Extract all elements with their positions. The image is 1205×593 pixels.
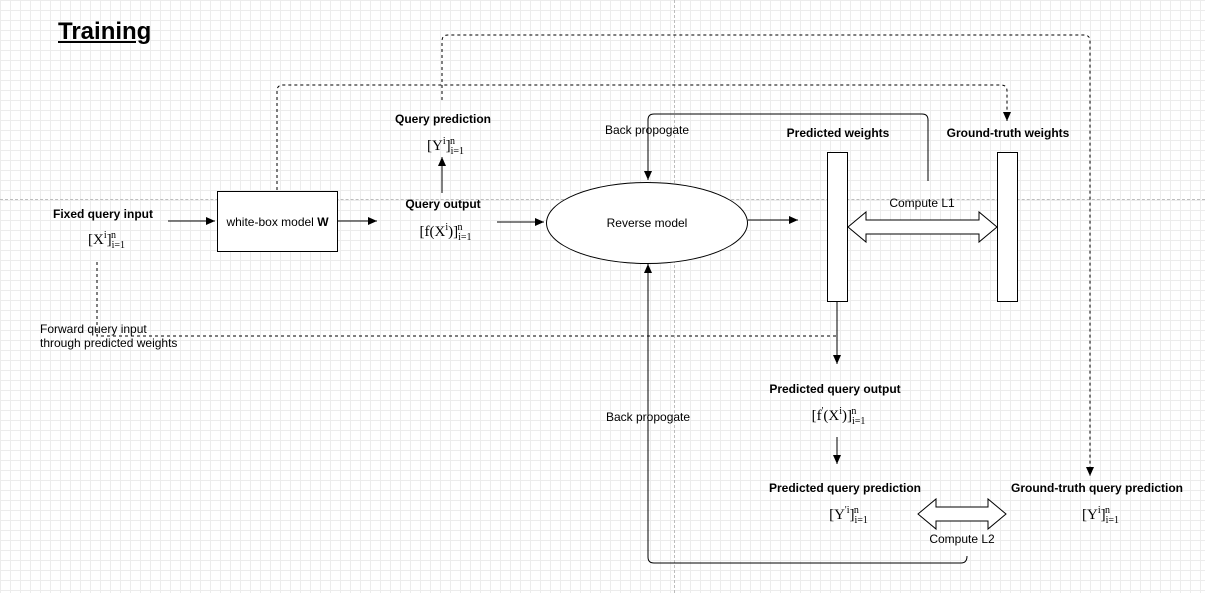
compute-l1-label: Compute L1 [889,196,955,210]
query-output-formula: [f(Xi)]i=1n [419,222,472,243]
compute-l2-double-arrow [917,497,1007,531]
query-output-label: Query output [405,197,481,211]
back-propagate-bottom-label: Back propogate [606,410,691,424]
query-prediction-formula: [Yi]i=1n [426,136,465,157]
predicted-query-output-formula: [f'(Xi)]i=1n [811,406,866,427]
predicted-query-prediction-label: Predicted query prediction [768,481,922,495]
ground-truth-query-prediction-formula: [Yi]i=1n [1081,505,1120,526]
back-propagate-top-label: Back propogate [605,123,690,137]
compute-l1-double-arrow [847,210,998,244]
ground-truth-weights-bar [997,152,1018,302]
page-title: Training [58,18,152,45]
predicted-query-prediction-formula: [Y'i]i=1n [829,505,868,526]
ground-truth-query-prediction-label: Ground-truth query prediction [1011,481,1183,495]
edge-forward-query-through-weights [96,262,838,337]
query-prediction-label: Query prediction [394,112,492,126]
predicted-weights-label: Predicted weights [786,126,890,140]
reverse-model-node: Reverse model [546,182,748,264]
edge-back-propagate-top [644,113,929,181]
white-box-model-node: white-box model W [217,191,338,252]
forward-query-line-2: through predicted weights [40,336,178,350]
forward-query-label: Forward query input through predicted we… [40,322,177,350]
edge-back-propagate-bottom [644,264,968,564]
ground-truth-weights-label: Ground-truth weights [946,126,1070,140]
forward-query-line-1: Forward query input [40,322,147,336]
edge-whitebox-to-ground-truth-weights [276,84,1011,190]
fixed-query-input-label: Fixed query input [52,207,154,221]
predicted-query-output-label: Predicted query output [769,382,901,396]
compute-l2-label: Compute L2 [929,532,995,546]
fixed-query-input-formula: [Xi]i=1n [87,230,126,251]
edge-query-prediction-to-ground-truth-prediction [441,34,1094,476]
canvas-guide-vertical [674,0,675,593]
predicted-weights-bar [827,152,848,302]
